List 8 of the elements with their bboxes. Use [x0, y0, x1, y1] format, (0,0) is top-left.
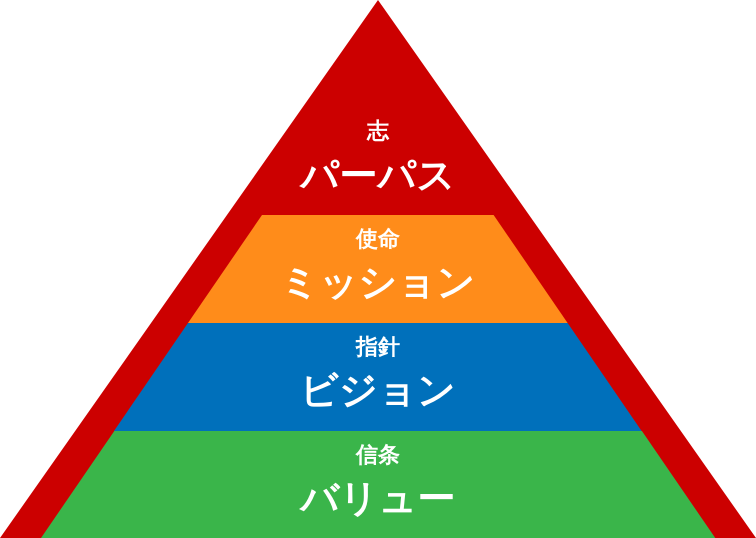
tier-heading: 志 — [367, 121, 389, 143]
tier-label: パーパス — [300, 156, 456, 194]
tier-label: ビジョン — [300, 371, 456, 409]
tier-label: ミッション — [280, 263, 476, 301]
tier-heading: 信条 — [356, 445, 400, 467]
tier-label: バリュー — [300, 479, 456, 517]
tier-heading: 指針 — [356, 337, 400, 359]
tier-heading: 使命 — [356, 229, 400, 251]
